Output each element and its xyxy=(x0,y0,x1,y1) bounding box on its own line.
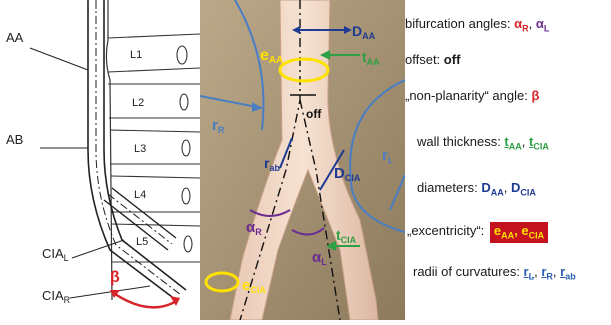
legend-d-aa: DAA xyxy=(481,180,503,195)
vertebra-label-l1: L1 xyxy=(130,49,142,61)
legend-wall-prefix: wall thickness: xyxy=(417,134,504,149)
legend-t-aa: tAA xyxy=(504,134,521,149)
legend-radii: radii of curvatures: rL, rR, rab xyxy=(413,264,576,282)
aorta-left-wall xyxy=(88,0,176,300)
legend-nonplanarity: „non-planarity“ angle: β xyxy=(405,88,539,103)
aa-leader xyxy=(30,48,88,70)
vertebra-outline-l2 xyxy=(108,84,200,118)
vertebra-oval-l1 xyxy=(177,46,187,64)
aorta-schematic-drawing: L1 L2 L3 L4 L5 AA AB CIAL CIAR β xyxy=(0,0,200,320)
legend-wall-thickness: wall thickness: tAA, tCIA xyxy=(417,134,549,152)
legend-r-r: rR xyxy=(541,264,553,279)
vertebra-outline-l3 xyxy=(110,130,200,164)
vertebra-label-l2: L2 xyxy=(132,97,144,109)
aorta-schematic: L1 L2 L3 L4 L5 AA AB CIAL CIAR β xyxy=(0,0,200,320)
label-cia-r: CIAR xyxy=(42,288,71,305)
legend-r-l: rL xyxy=(524,264,535,279)
legend-d-cia: DCIA xyxy=(511,180,536,195)
legend-e-aa: eAA xyxy=(494,223,514,238)
specimen-photo: DAA eAA tAA off rR rL rab DCIA αR αL tCI… xyxy=(200,0,405,320)
vertebra-oval-l4 xyxy=(182,188,190,204)
legend-eccentricity-box: eAA, eCIA xyxy=(490,222,548,243)
legend-offset: offset: off xyxy=(405,52,460,67)
legend-beta: β xyxy=(531,88,539,103)
legend-e-cia: eCIA xyxy=(521,223,544,238)
legend-bifurcation-prefix: bifurcation angles: xyxy=(405,16,514,31)
legend-sep: , xyxy=(522,134,529,149)
legend-alpha-r: αR xyxy=(514,16,529,31)
legend-offset-prefix: offset: xyxy=(405,52,444,67)
cia-r-leader xyxy=(70,286,150,298)
label-aa: AA xyxy=(6,30,24,45)
legend-eccentricity-prefix: „excentricity“: xyxy=(407,223,488,238)
legend-alpha-l: αL xyxy=(536,16,550,31)
parameter-legend: bifurcation angles: αR, αL offset: off „… xyxy=(405,0,611,320)
vertebra-label-l4: L4 xyxy=(134,189,146,201)
legend-diameters: diameters: DAA, DCIA xyxy=(417,180,536,198)
specimen-photo-drawing: DAA eAA tAA off rR rL rab DCIA αR αL tCI… xyxy=(200,0,405,320)
legend-diameters-prefix: diameters: xyxy=(417,180,481,195)
legend-t-cia: tCIA xyxy=(529,134,549,149)
vertebra-oval-l2 xyxy=(180,94,188,110)
legend-eccentricity: „excentricity“: eAA, eCIA xyxy=(407,222,548,243)
label-ab: AB xyxy=(6,132,23,147)
legend-sep: , xyxy=(504,180,511,195)
vertebra-label-l3: L3 xyxy=(134,143,146,155)
spine-outline xyxy=(106,0,112,300)
legend-offset-value: off xyxy=(444,52,461,67)
label-cia-l: CIAL xyxy=(42,246,69,263)
vertebra-oval-l5 xyxy=(184,236,192,252)
vertebra-oval-l3 xyxy=(182,140,190,156)
photo-label-off: off xyxy=(306,107,322,121)
legend-radii-prefix: radii of curvatures: xyxy=(413,264,524,279)
legend-sep: , xyxy=(529,16,536,31)
vertebra-label-l5: L5 xyxy=(136,236,148,248)
legend-r-ab: rab xyxy=(560,264,576,279)
vertebra-outline-l1 xyxy=(108,34,200,72)
label-beta: β xyxy=(110,269,120,286)
vertebrae xyxy=(108,34,200,262)
vertebra-outline-l5 xyxy=(111,224,200,262)
legend-nonplanarity-prefix: „non-planarity“ angle: xyxy=(405,88,531,103)
legend-bifurcation-angles: bifurcation angles: αR, αL xyxy=(405,16,549,34)
